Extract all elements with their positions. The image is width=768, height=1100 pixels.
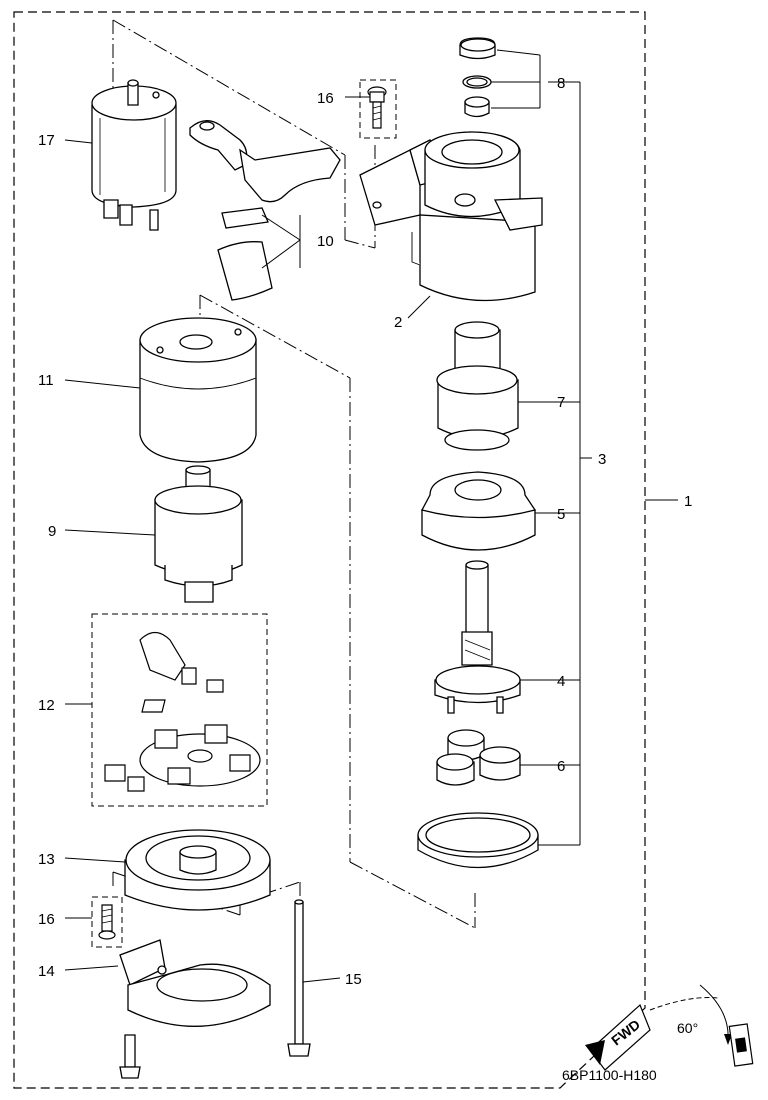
callout-7: 7 <box>557 394 565 411</box>
callout-10: 10 <box>317 233 334 250</box>
part-9-armature <box>155 466 242 602</box>
callout-9: 9 <box>48 523 56 540</box>
part-14-bracket <box>120 940 270 1078</box>
callout-4: 4 <box>557 673 565 690</box>
fwd-indicator <box>585 984 754 1071</box>
callout-14: 14 <box>38 963 55 980</box>
callout-5: 5 <box>557 506 565 523</box>
callout-17: 17 <box>38 132 55 149</box>
part-8-cap-rings <box>460 38 495 117</box>
part-3-ring-gear <box>418 813 538 868</box>
part-12-brush-holder-box <box>91 613 268 807</box>
figure-code: 6BP1100-H180 <box>562 1067 657 1083</box>
part-11-yoke <box>140 318 256 462</box>
leader-lines <box>64 49 678 983</box>
part-5-cover <box>422 472 535 550</box>
part-7-pinion <box>437 322 518 450</box>
callout-1: 1 <box>684 493 692 510</box>
callout-13: 13 <box>38 851 55 868</box>
callout-6: 6 <box>557 758 565 775</box>
part-16-bolt-upper-box <box>359 79 397 139</box>
part-17-solenoid <box>92 80 176 230</box>
callout-15: 15 <box>345 971 362 988</box>
callout-11: 11 <box>38 372 54 389</box>
callout-12: 12 <box>38 697 55 714</box>
callout-3: 3 <box>598 451 606 468</box>
part-16-bolt-lower-box <box>91 896 123 948</box>
alignment-lines <box>112 19 476 929</box>
callout-16-lower: 16 <box>38 911 55 928</box>
part-4-shaft <box>435 561 520 713</box>
part-2-housing <box>360 132 542 301</box>
part-13-rear-cover <box>125 830 270 910</box>
callout-8: 8 <box>557 75 565 92</box>
callout-2: 2 <box>394 314 402 331</box>
callouts: 17 16 10 2 8 11 7 3 1 9 5 4 12 6 13 16 1… <box>38 75 692 988</box>
callout-16-upper: 16 <box>317 90 334 107</box>
angle-label: 60° <box>677 1020 698 1036</box>
part-15-through-bolt <box>288 900 310 1056</box>
part-10-lever <box>190 121 340 300</box>
part-6-gears <box>437 730 520 785</box>
